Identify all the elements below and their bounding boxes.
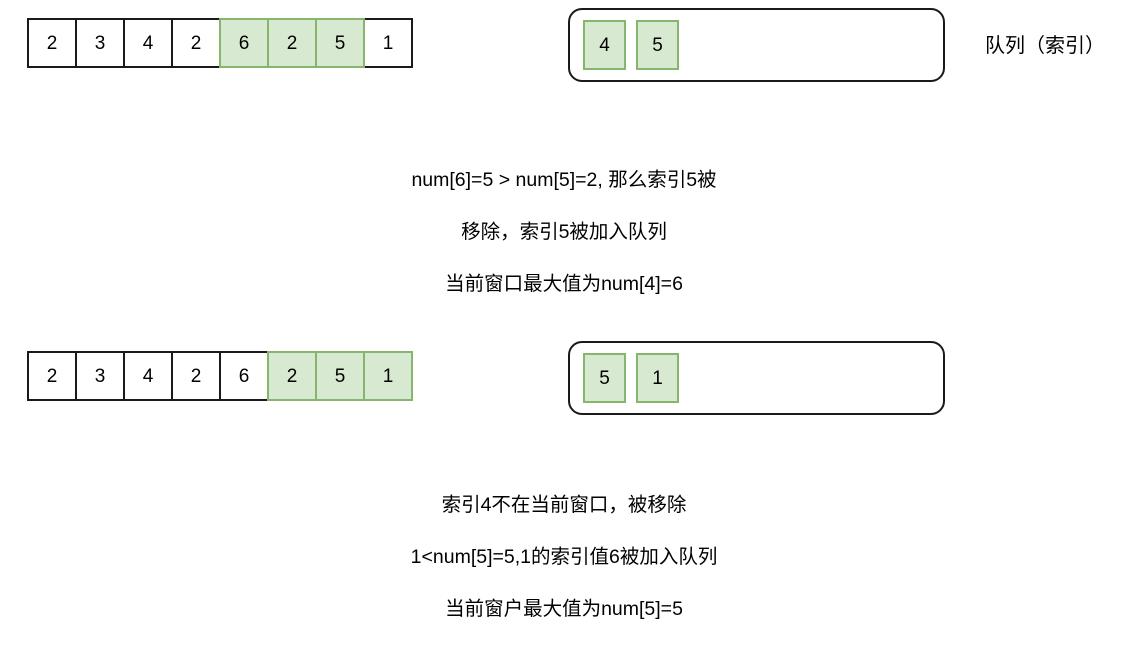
caption-line: 1<num[5]=5,1的索引值6被加入队列 [410, 546, 718, 568]
array-cell-highlighted: 5 [315, 18, 365, 68]
caption-line: 当前窗户最大值为num[5]=5 [445, 598, 683, 620]
queue-box-1: 4 5 [568, 8, 945, 82]
array-cell: 2 [171, 351, 221, 401]
array-cell-highlighted: 6 [219, 18, 269, 68]
array-cell: 6 [219, 351, 269, 401]
caption-line: num[6]=5 > num[5]=2, 那么索引5被 [411, 169, 717, 191]
caption-step-2: 索引4不在当前窗口，被移除 1<num[5]=5,1的索引值6被加入队列 当前窗… [0, 466, 1128, 648]
caption-step-1: num[6]=5 > num[5]=2, 那么索引5被 移除，索引5被加入队列 … [0, 141, 1128, 323]
array-row-2: 2 3 4 2 6 2 5 1 [27, 351, 413, 401]
caption-line: 索引4不在当前窗口，被移除 [441, 494, 687, 516]
array-cell-highlighted: 1 [363, 351, 413, 401]
queue-cell: 5 [636, 20, 679, 70]
array-cell: 2 [27, 18, 77, 68]
array-cell: 2 [27, 351, 77, 401]
queue-cell: 5 [583, 353, 626, 403]
array-cell-highlighted: 2 [267, 351, 317, 401]
array-cell-highlighted: 2 [267, 18, 317, 68]
array-cell: 3 [75, 351, 125, 401]
array-cell: 3 [75, 18, 125, 68]
queue-cell: 4 [583, 20, 626, 70]
array-row-1: 2 3 4 2 6 2 5 1 [27, 18, 413, 68]
queue-label: 队列（索引） [985, 35, 1105, 57]
caption-line: 移除，索引5被加入队列 [461, 221, 667, 243]
array-cell: 4 [123, 18, 173, 68]
array-cell-highlighted: 5 [315, 351, 365, 401]
array-cell: 4 [123, 351, 173, 401]
array-cell: 2 [171, 18, 221, 68]
caption-line: 当前窗口最大值为num[4]=6 [445, 273, 683, 295]
array-cell: 1 [363, 18, 413, 68]
queue-cell: 1 [636, 353, 679, 403]
figure-canvas: 2 3 4 2 6 2 5 1 4 5 队列（索引） num[6]=5 > nu… [0, 8, 1128, 620]
queue-box-2: 5 1 [568, 341, 945, 415]
